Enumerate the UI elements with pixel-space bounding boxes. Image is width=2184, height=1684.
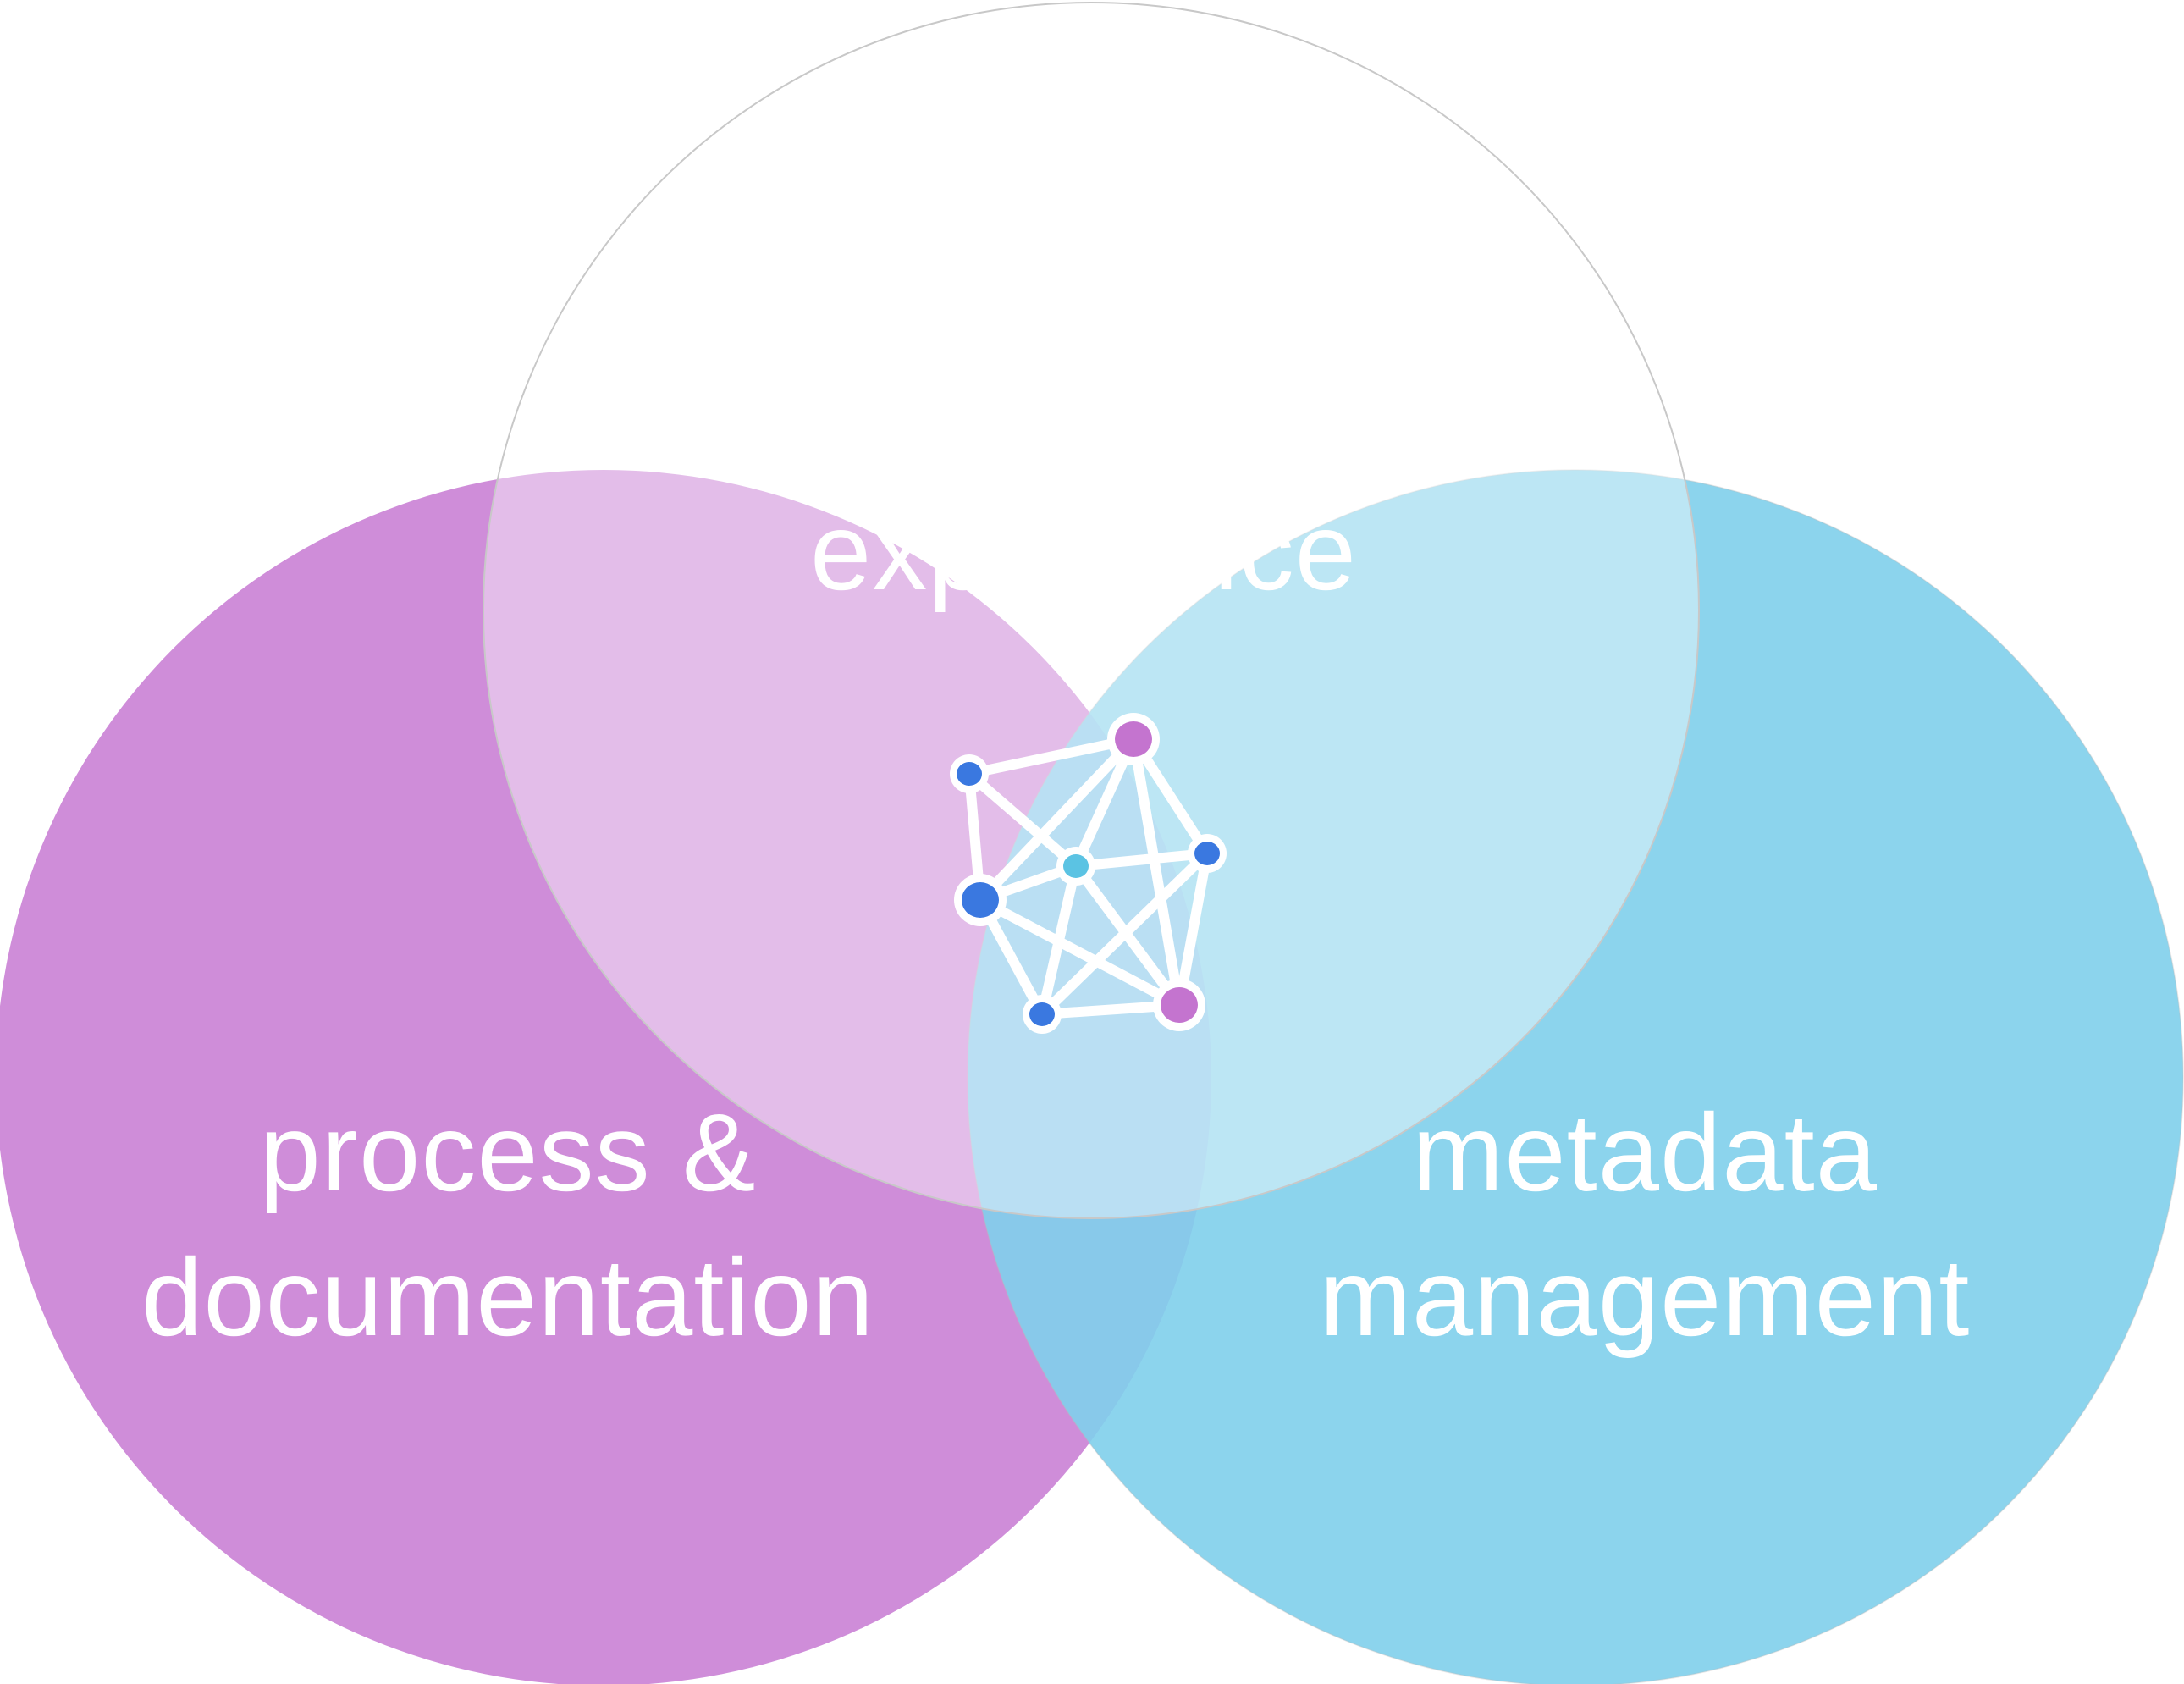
network-edge-E-G — [975, 895, 1184, 1010]
network-edge-C-D — [1071, 848, 1212, 871]
network-node-D — [1188, 834, 1227, 873]
circle-metadata-management — [968, 470, 2183, 1684]
network-node-C — [1056, 847, 1095, 886]
network-node-dot — [1194, 842, 1220, 865]
network-node-A — [950, 754, 989, 793]
network-graph-icon — [950, 713, 1227, 1034]
circle-process-documentation — [0, 470, 1211, 1684]
network-node-dot — [962, 882, 999, 918]
network-node-F — [1023, 995, 1062, 1034]
network-node-dot — [1029, 1002, 1055, 1026]
network-node-G — [1153, 979, 1205, 1031]
network-nodes — [950, 713, 1227, 1034]
network-node-E — [954, 874, 1007, 926]
network-edge-B-G — [1128, 734, 1184, 1010]
network-edge-A-B — [964, 734, 1139, 779]
network-node-dot — [1115, 721, 1152, 757]
network-node-dot — [957, 762, 982, 786]
circle-metadata-management-outline — [967, 469, 2184, 1684]
network-edge-D-F — [1037, 848, 1212, 1019]
network-node-dot — [1161, 987, 1198, 1023]
network-edge-B-E — [975, 734, 1139, 905]
circle-training-user-experience-outline — [483, 2, 1700, 1219]
network-edge-A-C — [964, 769, 1081, 871]
network-node-B — [1107, 713, 1160, 765]
network-node-dot — [1063, 854, 1089, 878]
circle-training-user-experience — [483, 3, 1699, 1218]
